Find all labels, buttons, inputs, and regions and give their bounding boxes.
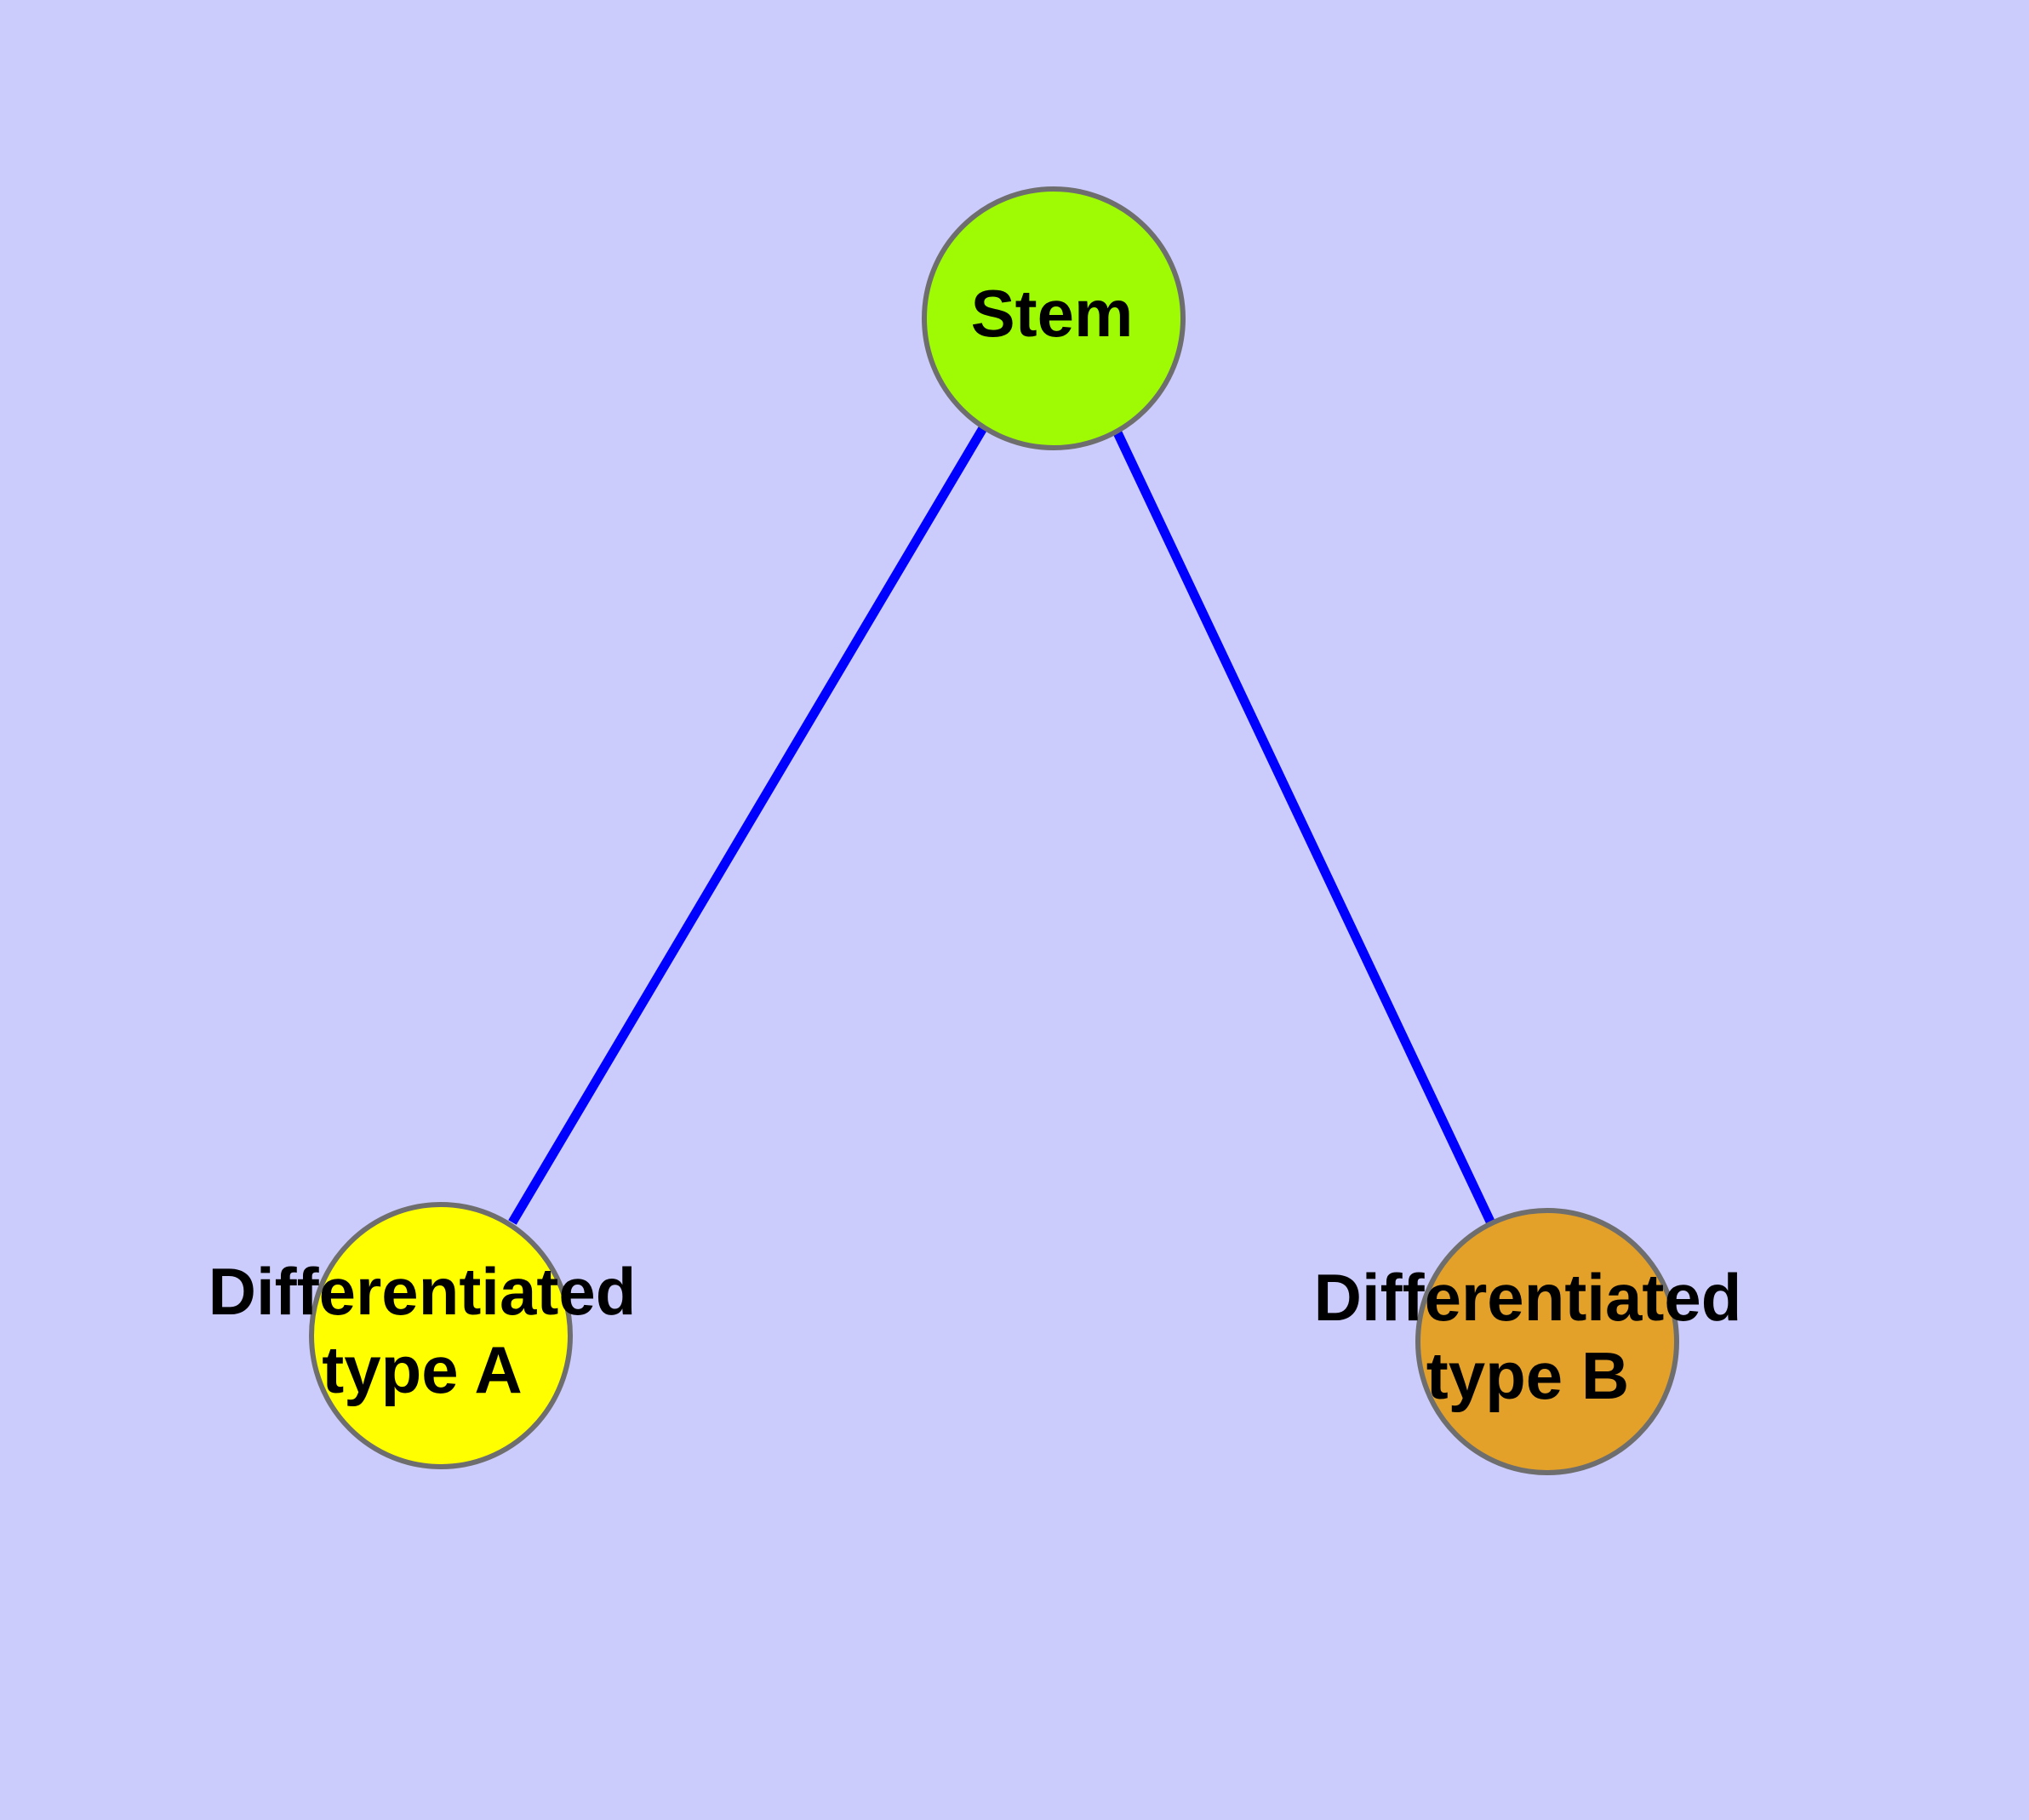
node-label-line: Differentiated (1314, 1260, 1742, 1335)
node-stem-circle[interactable] (922, 186, 1186, 450)
node-label-line: Stem (971, 276, 1134, 351)
node-label-line: type B (1426, 1338, 1629, 1413)
edge-stem-to-differentiated-type-a[interactable] (508, 426, 987, 1225)
node-label-line: Differentiated (209, 1254, 637, 1329)
node-stem[interactable]: Stem (922, 186, 1186, 450)
node-differentiated-type-b-circle[interactable] (1415, 1208, 1679, 1475)
edges-layer (508, 426, 1495, 1226)
edge-stem-to-differentiated-type-b[interactable] (1112, 426, 1495, 1226)
node-label-line: type A (322, 1332, 523, 1407)
node-stem-label: Stem (971, 276, 1134, 351)
node-differentiated-type-a-circle[interactable] (309, 1202, 573, 1469)
